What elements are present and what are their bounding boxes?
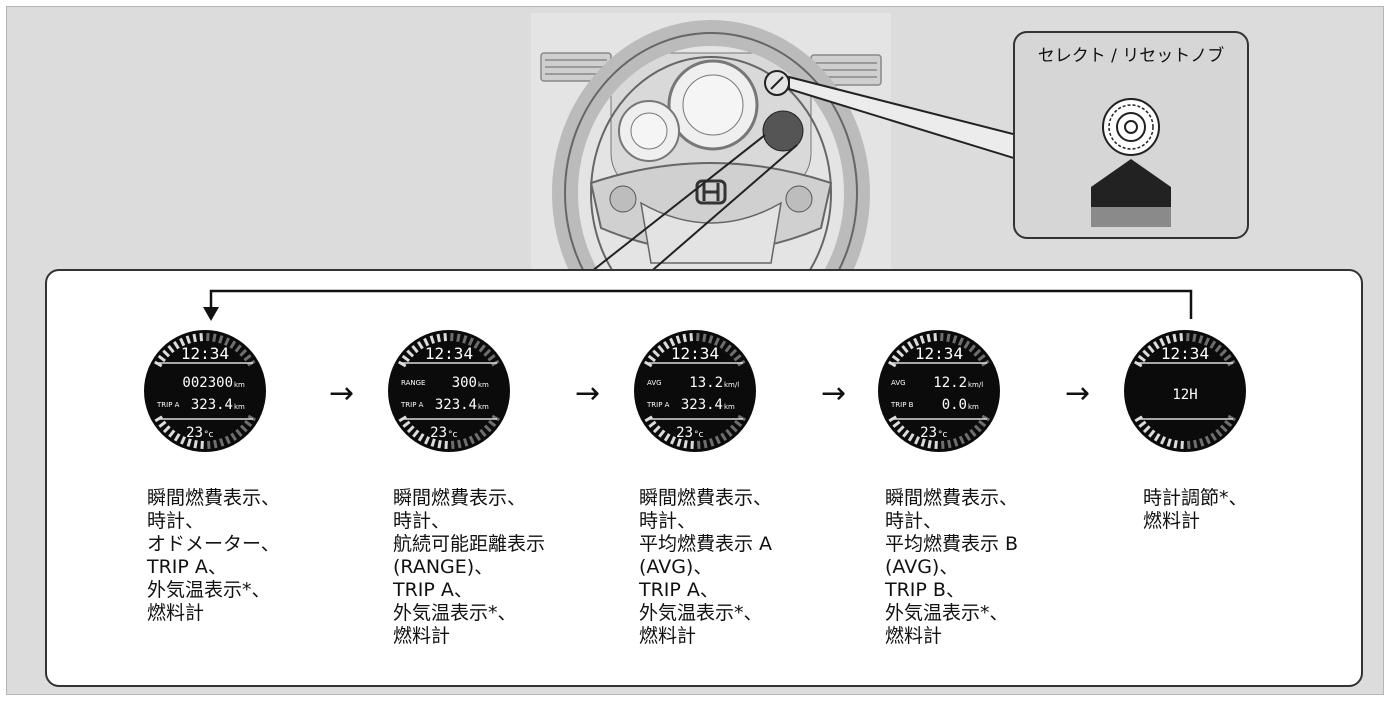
row2-label: TRIP A bbox=[646, 401, 670, 409]
row2-value: 323.4 bbox=[191, 397, 233, 413]
row1-value: 300 bbox=[452, 375, 477, 391]
temp-unit: °c bbox=[204, 430, 214, 440]
steering-wheel-illustration bbox=[531, 13, 891, 275]
row2-label: TRIP A bbox=[156, 401, 180, 409]
outside-temp: 23 bbox=[676, 425, 693, 441]
screen-caption: 時計調節*、燃料計 bbox=[1143, 487, 1248, 532]
gauge-cluster bbox=[610, 52, 812, 194]
screen-caption: 瞬間燃費表示、時計、平均燃費表示 B(AVG)、TRIP B、外気温表示*、燃料… bbox=[885, 487, 1019, 647]
row1-unit: km/l bbox=[968, 381, 983, 389]
row2-label: TRIP A bbox=[400, 401, 424, 409]
clock-readout: 12:34 bbox=[181, 344, 229, 363]
clock-readout: 12:34 bbox=[425, 344, 473, 363]
row1-unit: km bbox=[478, 381, 489, 389]
lcd-screen: 12:34 12H bbox=[1124, 330, 1246, 452]
outside-temp: 23 bbox=[430, 425, 447, 441]
row2-unit: km bbox=[478, 403, 489, 411]
row1-label: RANGE bbox=[401, 379, 425, 387]
row2-value: 323.4 bbox=[681, 397, 723, 413]
row1-label: AVG bbox=[891, 379, 906, 387]
screen-caption: 瞬間燃費表示、時計、航続可能距離表示(RANGE)、TRIP A、外気温表示*、… bbox=[393, 487, 546, 647]
temp-unit: °c bbox=[448, 430, 458, 440]
row1-label: AVG bbox=[647, 379, 662, 387]
clock-readout: 12:34 bbox=[1161, 344, 1209, 363]
clock-readout: 12:34 bbox=[915, 344, 963, 363]
outside-temp: 23 bbox=[186, 425, 203, 441]
outside-temp: 23 bbox=[920, 425, 937, 441]
row2-unit: km bbox=[724, 403, 735, 411]
screen-caption: 瞬間燃費表示、時計、平均燃費表示 A(AVG)、TRIP A、外気温表示*、燃料… bbox=[639, 487, 773, 647]
next-arrow: → bbox=[575, 376, 601, 411]
next-arrow: → bbox=[329, 376, 355, 411]
row1-value: 12.2 bbox=[933, 375, 967, 391]
row2-value: 0.0 bbox=[942, 397, 967, 413]
honda-logo bbox=[695, 179, 727, 205]
temp-unit: °c bbox=[938, 430, 948, 440]
clock-format: 12H bbox=[1172, 387, 1197, 403]
multi-info-display bbox=[762, 110, 804, 152]
row1-unit: km/l bbox=[724, 381, 739, 389]
left-spoke-switch bbox=[609, 185, 637, 213]
row1-value: 13.2 bbox=[689, 375, 723, 391]
clock-readout: 12:34 bbox=[671, 344, 719, 363]
row1-unit: km bbox=[234, 381, 245, 389]
next-arrow: → bbox=[1065, 376, 1091, 411]
row2-unit: km bbox=[234, 403, 245, 411]
screen-caption: 瞬間燃費表示、時計、オドメーター、TRIP A、外気温表示*、燃料計 bbox=[147, 487, 281, 624]
cycle-return-arrow bbox=[203, 289, 1193, 321]
knob-icon bbox=[1091, 98, 1171, 227]
row2-label: TRIP B bbox=[890, 401, 914, 409]
next-arrow: → bbox=[821, 376, 847, 411]
temp-unit: °c bbox=[694, 430, 704, 440]
row2-value: 323.4 bbox=[435, 397, 477, 413]
select-reset-knob-callout: セレクト / リセットノブ bbox=[1013, 31, 1249, 239]
right-spoke-switch bbox=[785, 185, 813, 213]
row2-unit: km bbox=[968, 403, 979, 411]
callout-label: セレクト / リセットノブ bbox=[1037, 46, 1225, 66]
row1-value: 002300 bbox=[182, 375, 233, 391]
